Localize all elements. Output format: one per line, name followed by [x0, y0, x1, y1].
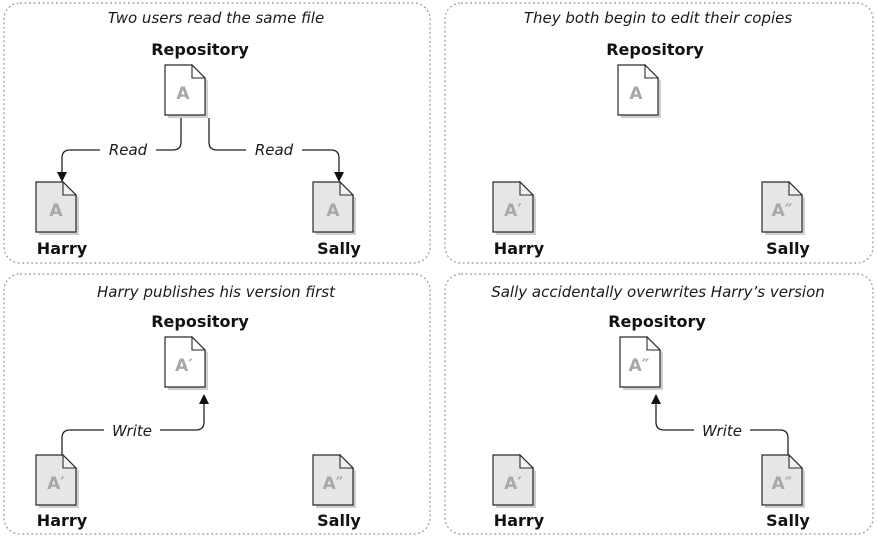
- repository-document-version: A′: [175, 356, 193, 376]
- harry-label: Harry: [37, 239, 88, 258]
- harry-document-icon: A′: [492, 180, 536, 235]
- sally-document-icon: A″: [761, 180, 805, 235]
- sally-label: Sally: [317, 511, 361, 530]
- harry-document-version: A′: [47, 474, 65, 494]
- repository-label: Repository: [151, 40, 249, 59]
- harry-label: Harry: [494, 511, 545, 530]
- panel-caption: They both begin to edit their copies: [524, 9, 793, 27]
- sally-document-icon: A″: [312, 453, 356, 508]
- panel-1: Two users read the same file Repository …: [3, 2, 431, 264]
- repository-label: Repository: [606, 40, 704, 59]
- repository-document-icon: A″: [619, 335, 663, 390]
- write-label: Write: [112, 422, 152, 440]
- panel-caption: Sally accidentally overwrites Harry’s ve…: [491, 283, 825, 301]
- harry-document-version: A: [49, 201, 63, 221]
- repository-document-version: A: [176, 84, 190, 104]
- harry-document-version: A′: [504, 201, 522, 221]
- harry-document-icon: A: [35, 180, 79, 235]
- sally-label: Sally: [317, 239, 361, 258]
- arrow-head-icon: [57, 172, 67, 182]
- sally-document-version: A″: [772, 201, 793, 221]
- harry-document-icon: A′: [492, 453, 536, 508]
- repository-document-icon: A: [617, 63, 661, 118]
- repository-label: Repository: [151, 312, 249, 331]
- sally-label: Sally: [766, 239, 810, 258]
- repository-label: Repository: [608, 312, 706, 331]
- harry-label: Harry: [37, 511, 88, 530]
- repository-document-icon: A′: [164, 335, 208, 390]
- sally-label: Sally: [766, 511, 810, 530]
- panel-frame: [444, 2, 874, 264]
- repository-document-version: A″: [629, 356, 650, 376]
- repository-document-icon: A: [164, 63, 208, 118]
- panel-frame: [3, 273, 431, 535]
- panel-frame: [3, 2, 431, 264]
- write-label: Write: [702, 422, 742, 440]
- repository-document-version: A: [629, 84, 643, 104]
- harry-label: Harry: [494, 239, 545, 258]
- sally-document-version: A″: [772, 474, 793, 494]
- sally-document-version: A: [326, 201, 340, 221]
- arrow-head-icon: [199, 394, 209, 404]
- panel-4: Sally accidentally overwrites Harry’s ve…: [444, 273, 874, 535]
- read-label-left: Read: [109, 141, 148, 159]
- panel-3: Harry publishes his version first Reposi…: [3, 273, 431, 535]
- arrow-head-icon: [334, 172, 344, 182]
- read-label-right: Read: [255, 141, 294, 159]
- panel-caption: Two users read the same file: [108, 9, 324, 27]
- arrow-head-icon: [651, 394, 661, 404]
- sally-document-icon: A: [312, 180, 356, 235]
- sally-document-version: A″: [323, 474, 344, 494]
- harry-document-version: A′: [504, 474, 522, 494]
- panel-2: They both begin to edit their copies Rep…: [444, 2, 874, 264]
- harry-document-icon: A′: [35, 453, 79, 508]
- sally-document-icon: A″: [761, 453, 805, 508]
- panel-frame: [444, 273, 874, 535]
- panel-caption: Harry publishes his version first: [97, 283, 336, 301]
